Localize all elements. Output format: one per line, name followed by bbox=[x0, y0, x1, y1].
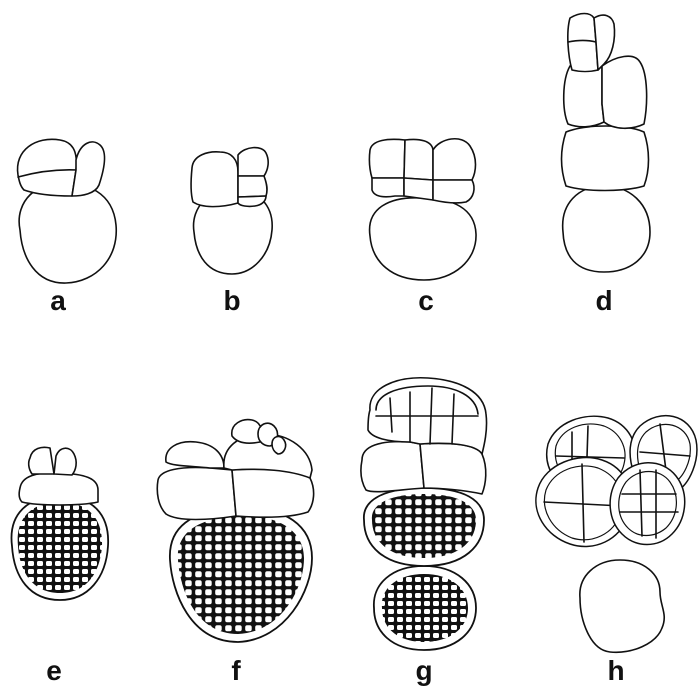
cell-b-left-apical bbox=[191, 152, 238, 207]
panel-label-d: d bbox=[595, 285, 612, 316]
cell-c-right-low bbox=[433, 180, 474, 203]
cell-b-right-mid bbox=[238, 176, 267, 197]
panel-g bbox=[361, 378, 487, 650]
cell-f-left-lower bbox=[157, 468, 236, 520]
cell-c-left-low bbox=[372, 178, 404, 197]
cell-a-basal bbox=[19, 184, 116, 283]
panel-e bbox=[11, 447, 108, 600]
cell-h-thick-middle-right bbox=[610, 463, 685, 545]
cell-c-right-top bbox=[433, 139, 476, 180]
panel-f bbox=[157, 420, 313, 642]
granules-e bbox=[18, 502, 102, 593]
cell-g-left-mid bbox=[361, 442, 424, 492]
cell-f-left-upper bbox=[166, 442, 224, 468]
panel-label-b: b bbox=[223, 285, 240, 316]
cell-g-right-mid bbox=[420, 443, 486, 494]
granules-g-lower bbox=[382, 574, 468, 642]
granules-g-upper bbox=[372, 494, 476, 558]
cell-f-right-lower bbox=[232, 469, 314, 517]
panel-d bbox=[562, 14, 651, 273]
cell-d-upper-right bbox=[602, 56, 647, 128]
cell-d-basal bbox=[563, 186, 650, 272]
panel-label-g: g bbox=[415, 655, 432, 686]
cell-e-apical-left bbox=[29, 447, 54, 474]
cell-c-left-top bbox=[369, 139, 405, 178]
panel-a bbox=[18, 139, 117, 283]
panel-label-h: h bbox=[607, 655, 624, 686]
cell-f-bud-3 bbox=[272, 437, 286, 454]
panel-label-e: e bbox=[46, 655, 62, 686]
cell-a-left-apical bbox=[18, 139, 77, 196]
cell-h-basal-sac bbox=[580, 560, 664, 652]
cell-d-apical-left bbox=[568, 14, 598, 72]
cell-e-middle bbox=[19, 473, 98, 505]
cell-d-lower-mid bbox=[562, 126, 649, 191]
panel-h bbox=[536, 416, 697, 653]
panel-b bbox=[191, 148, 272, 274]
cell-c-mid-top bbox=[404, 139, 433, 180]
panel-label-a: a bbox=[50, 285, 66, 316]
cell-e-apical-right bbox=[54, 448, 76, 475]
cell-a-right-apical bbox=[72, 142, 105, 196]
panel-label-c: c bbox=[418, 285, 434, 316]
cell-c-mid-low bbox=[404, 178, 433, 200]
cell-c-basal bbox=[370, 198, 476, 280]
panel-c bbox=[369, 139, 476, 280]
cell-b-right-top bbox=[238, 148, 268, 176]
panel-label-f: f bbox=[231, 655, 241, 686]
